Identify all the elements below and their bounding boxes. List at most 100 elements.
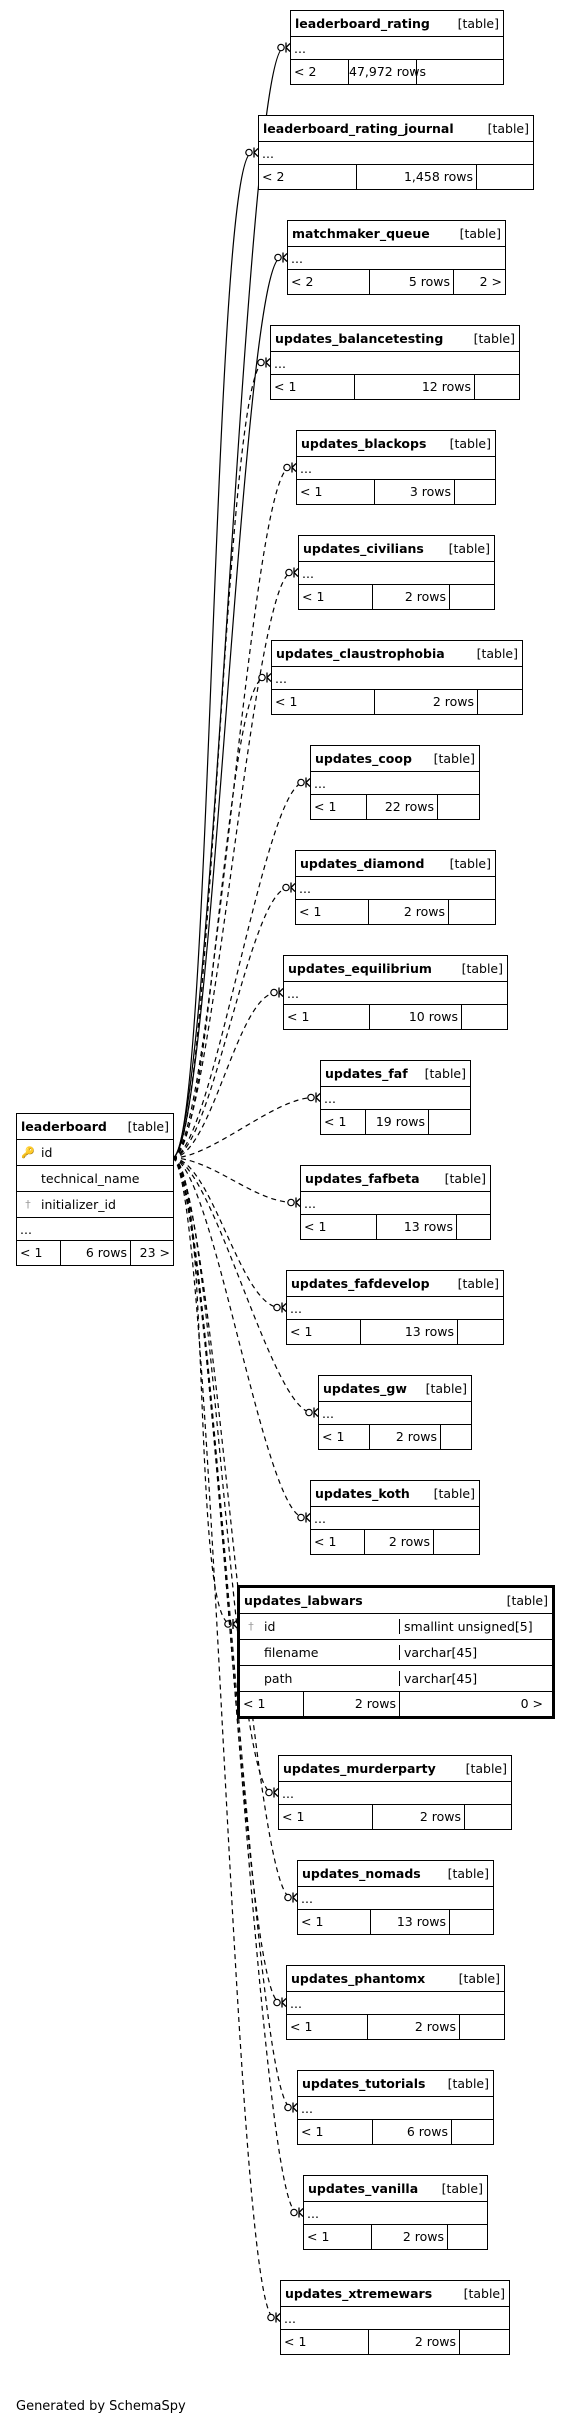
- table-name[interactable]: updates_equilibrium: [288, 960, 432, 976]
- children-count[interactable]: [477, 165, 533, 189]
- parents-count[interactable]: < 1: [17, 1241, 61, 1265]
- table-name[interactable]: leaderboard: [21, 1118, 107, 1134]
- table-name[interactable]: updates_fafdevelop: [291, 1275, 430, 1291]
- table-name[interactable]: updates_koth: [315, 1485, 410, 1501]
- parents-count[interactable]: < 1: [311, 795, 367, 819]
- children-count[interactable]: [441, 1425, 471, 1449]
- table-name[interactable]: updates_balancetesting: [275, 330, 444, 346]
- parents-count[interactable]: < 1: [240, 1692, 304, 1716]
- parents-count[interactable]: < 2: [291, 60, 349, 84]
- table-name[interactable]: updates_blackops: [301, 435, 427, 451]
- parents-count[interactable]: < 1: [284, 1005, 370, 1029]
- table-name[interactable]: updates_tutorials: [302, 2075, 426, 2091]
- children-count[interactable]: [449, 900, 495, 924]
- parents-count[interactable]: < 1: [296, 900, 369, 924]
- children-count[interactable]: [460, 2330, 509, 2354]
- row-count: 10 rows: [370, 1005, 462, 1029]
- children-count[interactable]: 23 >: [139, 1245, 170, 1260]
- table-name[interactable]: updates_fafbeta: [305, 1170, 420, 1186]
- children-count[interactable]: [434, 1530, 479, 1554]
- table-name[interactable]: leaderboard_rating: [295, 15, 430, 31]
- table-name[interactable]: updates_labwars: [244, 1592, 363, 1608]
- parents-count[interactable]: < 1: [298, 2120, 373, 2144]
- parents-count[interactable]: < 1: [279, 1805, 373, 1829]
- table-name[interactable]: updates_phantomx: [291, 1970, 426, 1986]
- children-count[interactable]: [452, 2120, 493, 2144]
- parents-count[interactable]: < 1: [321, 1110, 366, 1134]
- table-name[interactable]: leaderboard_rating_journal: [263, 120, 454, 136]
- table-name[interactable]: updates_vanilla: [308, 2180, 419, 2196]
- row-count: 13 rows: [371, 1910, 450, 1934]
- table-name[interactable]: updates_nomads: [302, 1865, 421, 1881]
- children-count[interactable]: [478, 690, 522, 714]
- children-count[interactable]: [417, 60, 465, 84]
- table-name[interactable]: matchmaker_queue: [292, 225, 430, 241]
- children-count[interactable]: [438, 795, 479, 819]
- children-count[interactable]: [475, 375, 519, 399]
- parents-count[interactable]: < 1: [281, 2330, 369, 2354]
- children-count[interactable]: [460, 2015, 504, 2039]
- parents-count[interactable]: < 1: [271, 375, 355, 399]
- parents-count[interactable]: < 1: [301, 1215, 377, 1239]
- table-name[interactable]: updates_faf: [325, 1065, 408, 1081]
- children-count[interactable]: [462, 1005, 507, 1029]
- table-name[interactable]: updates_murderparty: [283, 1760, 436, 1776]
- table-name[interactable]: updates_coop: [315, 750, 412, 766]
- children-count[interactable]: [450, 585, 494, 609]
- children-count[interactable]: [465, 1805, 511, 1829]
- more-columns-text: ...: [262, 145, 274, 161]
- children-count[interactable]: [429, 1110, 470, 1134]
- parents-count[interactable]: < 1: [272, 690, 375, 714]
- table-name[interactable]: updates_xtremewars: [285, 2285, 433, 2301]
- children-count[interactable]: [458, 1320, 503, 1344]
- parents-count[interactable]: < 2: [259, 165, 357, 189]
- children-count[interactable]: 2 >: [479, 274, 502, 289]
- table-leaderboard[interactable]: leaderboard[table]🔑id technical_name†ini…: [16, 1113, 174, 1266]
- parents-count[interactable]: < 1: [287, 1320, 361, 1344]
- parents-count[interactable]: < 2: [288, 270, 370, 294]
- no-key-icon: [244, 1646, 258, 1659]
- crows-foot-marker: [253, 147, 259, 158]
- parents-count[interactable]: < 1: [299, 585, 373, 609]
- children-count[interactable]: [448, 2225, 487, 2249]
- parents-count[interactable]: < 1: [287, 2015, 368, 2039]
- table-name[interactable]: updates_gw: [323, 1380, 407, 1396]
- table-name[interactable]: updates_diamond: [300, 855, 425, 871]
- parents-count[interactable]: < 1: [319, 1425, 370, 1449]
- table-name[interactable]: updates_claustrophobia: [276, 645, 445, 661]
- parents-count[interactable]: < 1: [298, 1910, 371, 1934]
- children-count[interactable]: [457, 1215, 490, 1239]
- relationship-edge: [171, 1157, 305, 1519]
- more-columns-text: ...: [275, 670, 287, 686]
- parents-count[interactable]: < 1: [297, 480, 375, 504]
- parents-count[interactable]: < 1: [304, 2225, 372, 2249]
- table-name[interactable]: updates_civilians: [303, 540, 424, 556]
- children-count[interactable]: [450, 1910, 493, 1934]
- children-count[interactable]: [455, 480, 495, 504]
- parents-count[interactable]: < 1: [311, 1530, 365, 1554]
- children-count[interactable]: 0 >: [520, 1696, 543, 1711]
